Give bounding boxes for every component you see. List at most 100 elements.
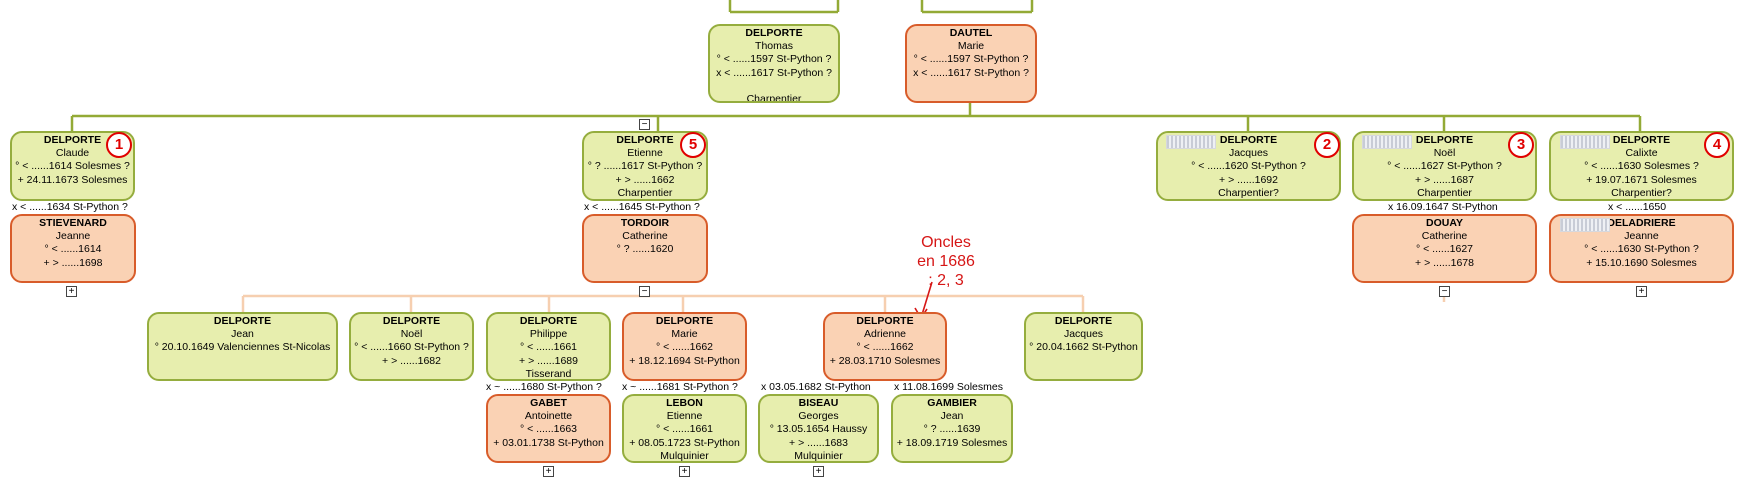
surname: DELPORTE	[43, 134, 102, 146]
death-line: + > ......1682	[382, 354, 441, 367]
surname: STIEVENARD	[39, 217, 107, 229]
death-line: + > ......1662	[615, 173, 675, 186]
surname: BISEAU	[798, 397, 839, 409]
person-thomas-delporte[interactable]: DELPORTE Thomas ° < ......1597 St-Python…	[708, 24, 840, 103]
person-antoinette-gabet[interactable]: GABET Antoinette ° < ......1663 + 03.01.…	[486, 394, 611, 463]
death-line: + > ......1698	[43, 256, 103, 269]
marriage-label: x 03.05.1682 St-Python	[760, 381, 872, 393]
occupation: Tisserand	[525, 367, 572, 380]
surname: DELPORTE	[1415, 134, 1474, 146]
death-line: + 19.07.1671 Solesmes	[1586, 173, 1697, 186]
marriage-label: x < ......1645 St-Python ?	[583, 201, 701, 213]
marriage-label: x ~ ......1681 St-Python ?	[621, 381, 739, 393]
given-name: Calixte	[1625, 147, 1658, 160]
birth-line: ° ? ......1620	[616, 243, 674, 256]
birth-line: ° < ......1630 Solesmes ?	[1584, 160, 1699, 173]
surname: GAMBIER	[927, 397, 977, 409]
death-line: + > ......1683	[789, 436, 848, 449]
annotation-line: en 1686	[917, 253, 975, 270]
collapse-toggle[interactable]: −	[639, 286, 650, 297]
surname: DELPORTE	[1612, 134, 1671, 146]
number-badge: 2	[1314, 132, 1340, 158]
death-line: + 03.01.1738 St-Python	[493, 436, 604, 449]
death-line: + 18.12.1694 St-Python	[629, 354, 740, 367]
given-name: Jacques	[1063, 328, 1104, 341]
death-line: + > ......1678	[1415, 256, 1474, 269]
expand-toggle[interactable]: +	[679, 466, 690, 477]
person-catherine-douay[interactable]: DOUAY Catherine ° < ......1627 + > .....…	[1352, 214, 1537, 283]
birth-line: ° ? ......1617 St-Python ?	[587, 160, 703, 173]
given-name: Antoinette	[524, 410, 573, 423]
person-marie-delporte[interactable]: DELPORTE Marie ° < ......1662 + 18.12.16…	[622, 312, 747, 381]
birth-line: ° < ......1620 St-Python ?	[1191, 160, 1306, 173]
birth-line: ° < ......1662	[856, 341, 914, 354]
birth-line: ° < ......1661	[655, 423, 714, 436]
photo-thumbnail-icon	[1362, 135, 1412, 149]
surname: DELPORTE	[519, 315, 578, 327]
given-name: Thomas	[755, 40, 793, 53]
death-line: + > ......1689	[519, 354, 578, 367]
given-name: Jean	[231, 328, 254, 341]
given-name: Noël	[400, 328, 423, 341]
given-name: Catherine	[1421, 230, 1468, 243]
birth-line: ° < ......1662	[655, 341, 714, 354]
marriage-label: x 16.09.1647 St-Python	[1387, 201, 1499, 213]
given-name: Jacques	[1228, 147, 1269, 160]
surname: DELPORTE	[1054, 315, 1113, 327]
collapse-toggle[interactable]: −	[1439, 286, 1450, 297]
given-name: Philippe	[529, 328, 568, 341]
person-marie-dautel[interactable]: DAUTEL Marie ° < ......1597 St-Python ? …	[905, 24, 1037, 103]
death-line: + 24.11.1673 Solesmes	[17, 173, 128, 186]
photo-thumbnail-icon	[1166, 135, 1216, 149]
occupation: Charpentier	[746, 92, 802, 103]
surname: DELADRIERE	[1607, 217, 1676, 229]
birth-line: ° < ......1597 St-Python ?	[716, 53, 832, 66]
occupation: Charpentier?	[1218, 186, 1279, 199]
person-etienne-delporte[interactable]: DELPORTE Etienne ° ? ......1617 St-Pytho…	[582, 131, 708, 201]
given-name: Claude	[55, 147, 90, 160]
marriage-line: x < ......1617 St-Python ?	[913, 66, 1029, 79]
surname: DELPORTE	[616, 134, 674, 146]
given-name: Etienne	[627, 147, 663, 160]
collapse-toggle[interactable]: −	[639, 119, 650, 130]
marriage-line: x < ......1617 St-Python ?	[716, 66, 832, 79]
birth-line: ° < ......1597 St-Python ?	[913, 53, 1029, 66]
birth-line: ° < ......1663	[519, 423, 578, 436]
expand-toggle[interactable]: +	[543, 466, 554, 477]
death-line: + 28.03.1710 Solesmes	[829, 354, 941, 367]
surname: DAUTEL	[949, 27, 993, 39]
birth-line: ° 20.04.1662 St-Python	[1029, 341, 1138, 354]
given-name: Jeanne	[1624, 230, 1659, 243]
given-name: Marie	[671, 328, 698, 341]
person-adrienne-delporte[interactable]: DELPORTE Adrienne ° < ......1662 + 28.03…	[823, 312, 947, 381]
person-philippe-delporte[interactable]: DELPORTE Philippe ° < ......1661 + > ...…	[486, 312, 611, 381]
surname: DOUAY	[1426, 217, 1463, 229]
person-jeanne-stievenard[interactable]: STIEVENARD Jeanne ° < ......1614 + > ...…	[10, 214, 136, 283]
person-noel-delporte-jr[interactable]: DELPORTE Noël ° < ......1660 St-Python ?…	[349, 312, 474, 381]
person-jean-delporte[interactable]: DELPORTE Jean ° 20.10.1649 Valenciennes …	[147, 312, 338, 381]
person-catherine-tordoir[interactable]: TORDOIR Catherine ° ? ......1620	[582, 214, 708, 283]
occupation: Charpentier	[617, 186, 673, 199]
given-name: Georges	[798, 410, 839, 423]
person-jean-gambier[interactable]: GAMBIER Jean ° ? ......1639 + 18.09.1719…	[891, 394, 1013, 463]
person-jacques-delporte-jr[interactable]: DELPORTE Jacques ° 20.04.1662 St-Python	[1024, 312, 1143, 381]
expand-toggle[interactable]: +	[66, 286, 77, 297]
birth-line: ° < ......1627	[1415, 243, 1474, 256]
death-line: + > ......1692	[1219, 173, 1278, 186]
person-etienne-lebon[interactable]: LEBON Etienne ° < ......1661 + 08.05.172…	[622, 394, 747, 463]
expand-toggle[interactable]: +	[813, 466, 824, 477]
annotation-line: : 2, 3	[928, 272, 964, 289]
number-badge: 4	[1704, 132, 1730, 158]
birth-line: ° < ......1627 St-Python ?	[1387, 160, 1502, 173]
number-badge: 5	[680, 132, 706, 158]
blank-line	[710, 80, 838, 93]
surname: DELPORTE	[213, 315, 272, 327]
surname: LEBON	[666, 397, 703, 409]
given-name: Catherine	[622, 230, 668, 243]
occupation: Mulquinier	[794, 449, 843, 462]
expand-toggle[interactable]: +	[1636, 286, 1647, 297]
occupation: Mulquinier	[660, 449, 709, 462]
given-name: Jeanne	[55, 230, 91, 243]
occupation: Charpentier?	[1611, 186, 1672, 199]
person-georges-biseau[interactable]: BISEAU Georges ° 13.05.1654 Haussy + > .…	[758, 394, 879, 463]
